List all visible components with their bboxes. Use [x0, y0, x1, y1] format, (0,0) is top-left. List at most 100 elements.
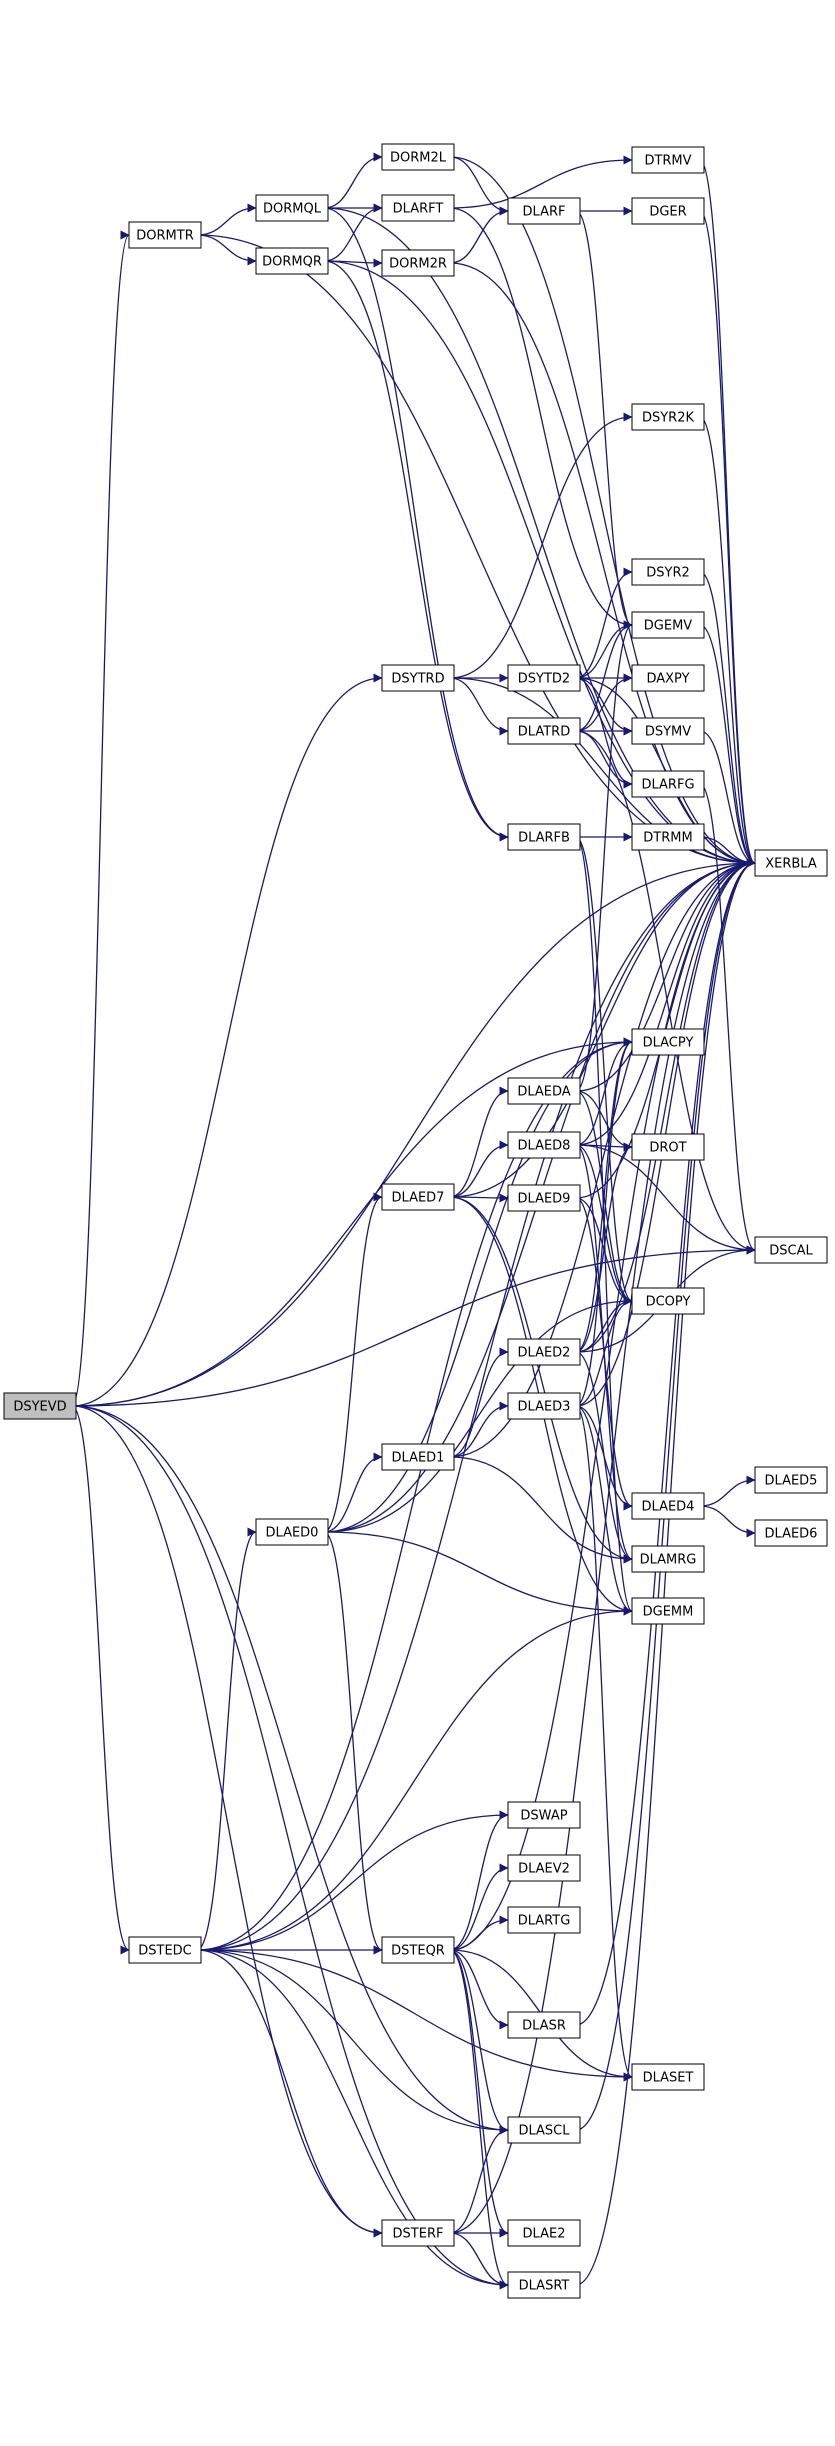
- node-dlasrt[interactable]: DLASRT: [507, 2271, 581, 2299]
- node-dlasr[interactable]: DLASR: [507, 2011, 581, 2039]
- node-box-dlascl[interactable]: [507, 2116, 581, 2144]
- node-box-dscal[interactable]: [754, 1236, 828, 1264]
- node-box-dger[interactable]: [631, 197, 705, 225]
- node-box-dlarf[interactable]: [507, 197, 581, 225]
- node-box-dlamrg[interactable]: [631, 1545, 705, 1573]
- node-box-dswap[interactable]: [507, 1801, 581, 1829]
- node-box-dlarfb[interactable]: [507, 823, 581, 851]
- node-box-dlaed9[interactable]: [507, 1184, 581, 1212]
- node-box-dorm2l[interactable]: [381, 143, 455, 171]
- node-dlaed7[interactable]: DLAED7: [381, 1183, 455, 1211]
- node-dgemm[interactable]: DGEMM: [631, 1597, 705, 1625]
- node-dlaed6[interactable]: DLAED6: [754, 1519, 828, 1547]
- node-box-dormql[interactable]: [255, 194, 329, 222]
- node-box-dlasr[interactable]: [507, 2011, 581, 2039]
- node-dlaed3[interactable]: DLAED3: [507, 1392, 581, 1420]
- node-dlarft[interactable]: DLARFT: [381, 194, 455, 222]
- node-drot[interactable]: DROT: [631, 1133, 705, 1161]
- node-dlarfg[interactable]: DLARFG: [631, 770, 705, 798]
- node-dlaed2[interactable]: DLAED2: [507, 1338, 581, 1366]
- node-box-dsytd2[interactable]: [507, 664, 581, 692]
- node-box-dlaed3[interactable]: [507, 1392, 581, 1420]
- node-dtrmm[interactable]: DTRMM: [631, 823, 705, 851]
- node-dlaed9[interactable]: DLAED9: [507, 1184, 581, 1212]
- node-dscal[interactable]: DSCAL: [754, 1236, 828, 1264]
- node-dsytd2[interactable]: DSYTD2: [507, 664, 581, 692]
- node-dlaset[interactable]: DLASET: [631, 2063, 705, 2091]
- node-dsytrd[interactable]: DSYTRD: [381, 664, 455, 692]
- node-dsyevd[interactable]: DSYEVD: [3, 1392, 77, 1420]
- node-dsyr2[interactable]: DSYR2: [631, 558, 705, 586]
- node-dormtr[interactable]: DORMTR: [128, 221, 202, 249]
- node-box-dstedc[interactable]: [128, 1936, 202, 1964]
- node-box-dlartg[interactable]: [507, 1906, 581, 1934]
- node-dger[interactable]: DGER: [631, 197, 705, 225]
- node-box-dlarfg[interactable]: [631, 770, 705, 798]
- node-box-dormtr[interactable]: [128, 221, 202, 249]
- node-box-dlaed7[interactable]: [381, 1183, 455, 1211]
- node-box-dlae2[interactable]: [507, 2219, 581, 2247]
- node-box-dlarft[interactable]: [381, 194, 455, 222]
- node-dlae2[interactable]: DLAE2: [507, 2219, 581, 2247]
- node-box-dlaed2[interactable]: [507, 1338, 581, 1366]
- node-dsyr2k[interactable]: DSYR2K: [631, 403, 705, 431]
- node-box-dgemm[interactable]: [631, 1597, 705, 1625]
- node-box-dcopy[interactable]: [631, 1287, 705, 1315]
- node-dormql[interactable]: DORMQL: [255, 194, 329, 222]
- node-dlatrd[interactable]: DLATRD: [507, 717, 581, 745]
- node-dlartg[interactable]: DLARTG: [507, 1906, 581, 1934]
- node-box-dlaed8[interactable]: [507, 1131, 581, 1159]
- node-dgemv[interactable]: DGEMV: [631, 611, 705, 639]
- node-dlamrg[interactable]: DLAMRG: [631, 1545, 705, 1573]
- node-box-dlatrd[interactable]: [507, 717, 581, 745]
- node-dcopy[interactable]: DCOPY: [631, 1287, 705, 1315]
- node-dlacpy[interactable]: DLACPY: [631, 1028, 705, 1056]
- node-box-dsyr2k[interactable]: [631, 403, 705, 431]
- node-dlaed4[interactable]: DLAED4: [631, 1492, 705, 1520]
- node-dsterf[interactable]: DSTERF: [381, 2219, 455, 2247]
- node-dsymv[interactable]: DSYMV: [631, 717, 705, 745]
- node-daxpy[interactable]: DAXPY: [631, 664, 705, 692]
- node-box-drot[interactable]: [631, 1133, 705, 1161]
- node-dsteqr[interactable]: DSTEQR: [381, 1936, 455, 1964]
- node-dlaed8[interactable]: DLAED8: [507, 1131, 581, 1159]
- node-xerbla[interactable]: XERBLA: [754, 849, 828, 877]
- node-dorm2r[interactable]: DORM2R: [381, 249, 455, 277]
- node-box-dlaed5[interactable]: [754, 1466, 828, 1494]
- node-dstedc[interactable]: DSTEDC: [128, 1936, 202, 1964]
- node-dlaev2[interactable]: DLAEV2: [507, 1854, 581, 1882]
- node-box-dlaeda[interactable]: [507, 1077, 581, 1105]
- node-box-dlaed0[interactable]: [255, 1518, 329, 1546]
- node-dlascl[interactable]: DLASCL: [507, 2116, 581, 2144]
- node-box-dlaset[interactable]: [631, 2063, 705, 2091]
- node-dlaed1[interactable]: DLAED1: [381, 1443, 455, 1471]
- node-box-daxpy[interactable]: [631, 664, 705, 692]
- node-box-xerbla[interactable]: [754, 849, 828, 877]
- node-dlarf[interactable]: DLARF: [507, 197, 581, 225]
- node-box-dsymv[interactable]: [631, 717, 705, 745]
- node-box-dormqr[interactable]: [255, 247, 329, 275]
- node-box-dtrmv[interactable]: [631, 146, 705, 174]
- node-box-dorm2r[interactable]: [381, 249, 455, 277]
- node-box-dsyr2[interactable]: [631, 558, 705, 586]
- node-box-dlasrt[interactable]: [507, 2271, 581, 2299]
- node-dlaed0[interactable]: DLAED0: [255, 1518, 329, 1546]
- node-box-dlaed6[interactable]: [754, 1519, 828, 1547]
- node-box-dlacpy[interactable]: [631, 1028, 705, 1056]
- node-dormqr[interactable]: DORMQR: [255, 247, 329, 275]
- node-dswap[interactable]: DSWAP: [507, 1801, 581, 1829]
- node-dlarfb[interactable]: DLARFB: [507, 823, 581, 851]
- node-box-dgemv[interactable]: [631, 611, 705, 639]
- node-box-dsterf[interactable]: [381, 2219, 455, 2247]
- node-box-dtrmm[interactable]: [631, 823, 705, 851]
- node-box-dlaed4[interactable]: [631, 1492, 705, 1520]
- node-box-dlaev2[interactable]: [507, 1854, 581, 1882]
- node-dlaed5[interactable]: DLAED5: [754, 1466, 828, 1494]
- node-dtrmv[interactable]: DTRMV: [631, 146, 705, 174]
- node-box-dlaed1[interactable]: [381, 1443, 455, 1471]
- node-dlaeda[interactable]: DLAEDA: [507, 1077, 581, 1105]
- node-box-dsyevd[interactable]: [3, 1392, 77, 1420]
- node-box-dsteqr[interactable]: [381, 1936, 455, 1964]
- node-box-dsytrd[interactable]: [381, 664, 455, 692]
- node-dorm2l[interactable]: DORM2L: [381, 143, 455, 171]
